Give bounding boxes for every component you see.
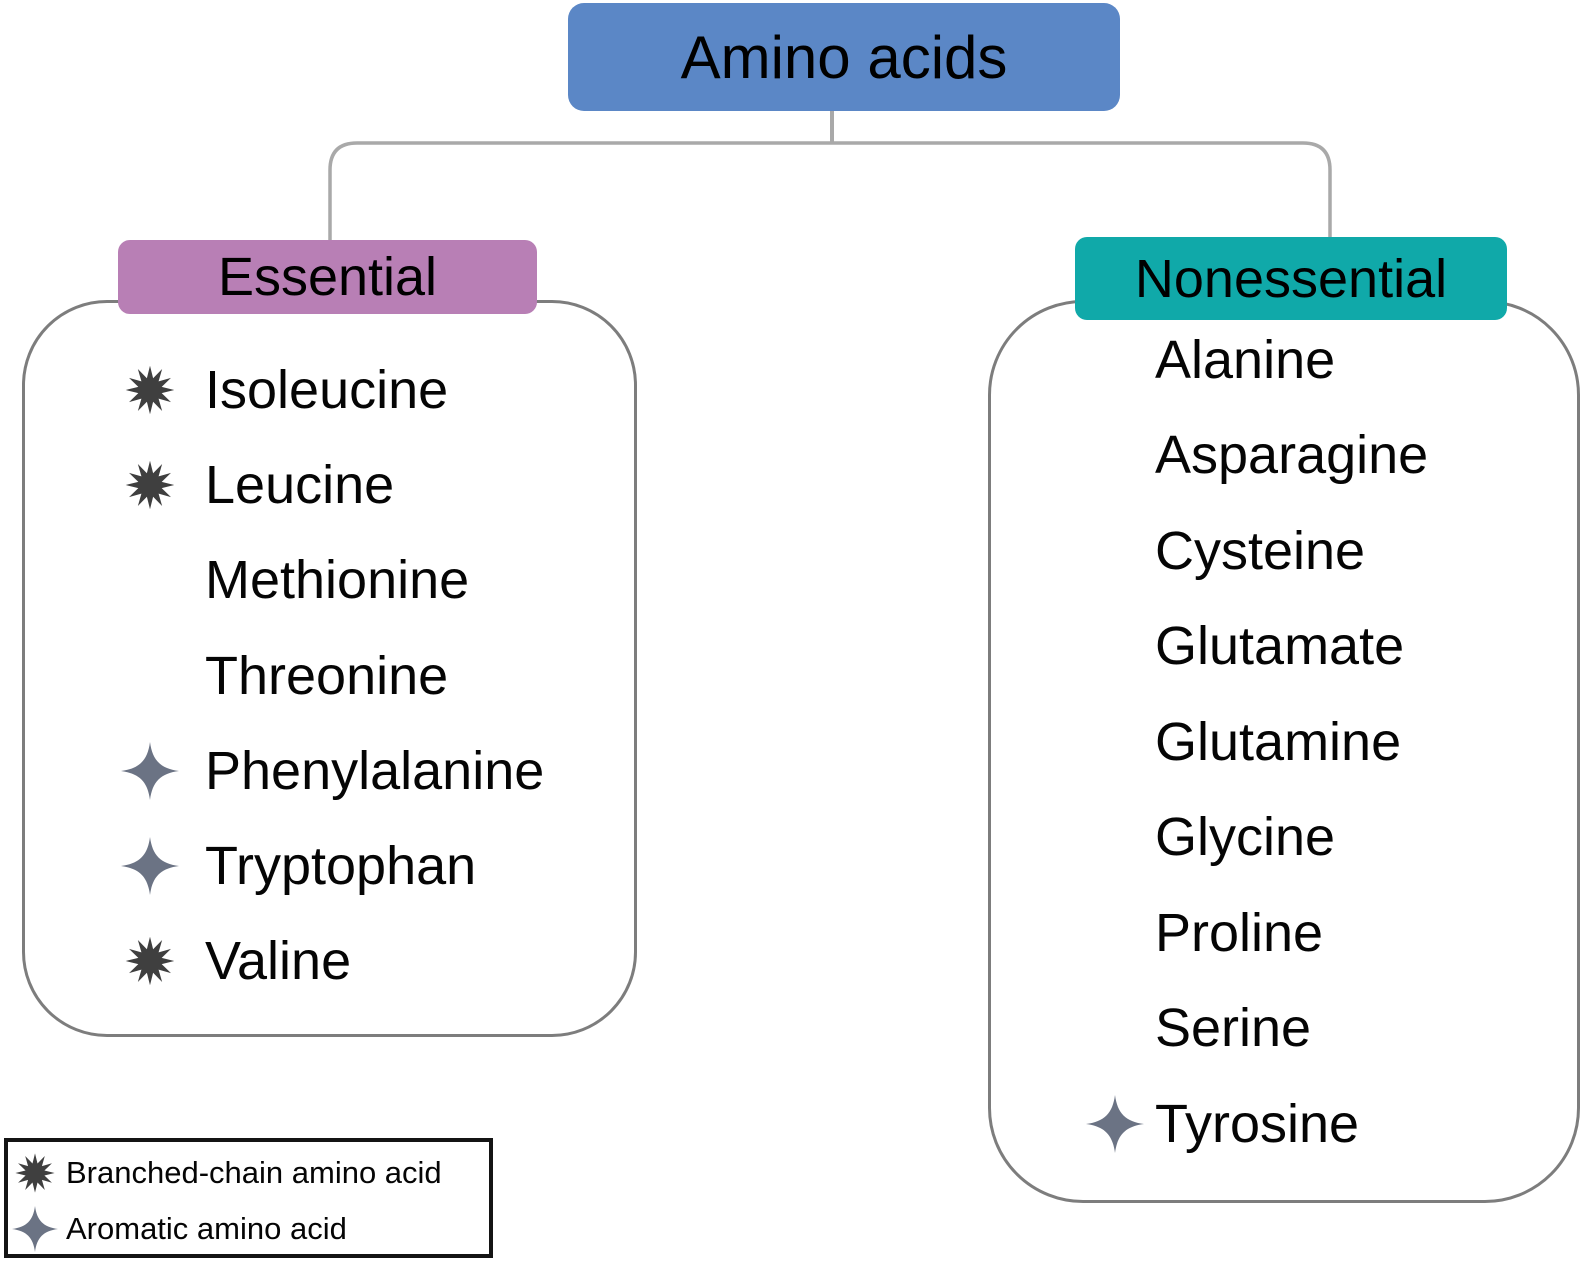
branched-chain-icon [119, 364, 181, 416]
amino-acid-label: Threonine [205, 645, 449, 706]
list-item: Cysteine [988, 503, 1580, 599]
list-item: Serine [988, 981, 1580, 1077]
aromatic-icon [1084, 1094, 1146, 1153]
amino-acid-label: Leucine [205, 454, 395, 515]
amino-acid-label: Glutamine [1155, 711, 1402, 772]
list-item: Glutamine [988, 694, 1580, 790]
amino-acid-label: Valine [205, 931, 352, 992]
list-item: Branched-chain amino acid [8, 1145, 489, 1201]
list-item: Tryptophan [22, 818, 637, 913]
list-item: Aromatic amino acid [8, 1201, 489, 1257]
amino-acid-label: Tyrosine [1155, 1093, 1360, 1154]
amino-acid-label: Serine [1155, 998, 1312, 1059]
essential-header-label: Essential [217, 247, 438, 307]
amino-acid-label: Isoleucine [205, 359, 449, 420]
legend-label: Aromatic amino acid [66, 1211, 347, 1246]
list-item: Methionine [22, 533, 637, 628]
aromatic-icon [119, 837, 181, 896]
nonessential-header: Nonessential [1075, 237, 1507, 320]
amino-acid-label: Glutamate [1155, 616, 1405, 677]
amino-acid-label: Cysteine [1155, 520, 1366, 581]
amino-acid-label: Alanine [1155, 329, 1336, 390]
root-node-amino-acids: Amino acids [568, 3, 1120, 111]
branched-chain-icon [10, 1152, 60, 1194]
list-item: Leucine [22, 437, 637, 532]
aromatic-icon [10, 1206, 60, 1252]
amino-acid-label: Phenylalanine [205, 740, 545, 801]
branched-chain-icon [119, 935, 181, 987]
amino-acid-label: Methionine [205, 550, 470, 611]
amino-acid-label: Proline [1155, 902, 1324, 963]
aromatic-icon [119, 741, 181, 800]
list-item: Asparagine [988, 408, 1580, 504]
list-item: Threonine [22, 628, 637, 723]
list-item: Glutamate [988, 599, 1580, 695]
list-item: Valine [22, 914, 637, 1009]
list-item: Tyrosine [988, 1076, 1580, 1172]
nonessential-header-label: Nonessential [1134, 248, 1448, 309]
list-item: Isoleucine [22, 342, 637, 437]
essential-header: Essential [118, 240, 537, 314]
list-item: Glycine [988, 790, 1580, 886]
legend-label: Branched-chain amino acid [66, 1155, 442, 1190]
amino-acid-label: Tryptophan [205, 836, 477, 897]
nonessential-panel [988, 300, 1580, 1203]
amino-acid-label: Glycine [1155, 807, 1336, 868]
branched-chain-icon [119, 459, 181, 511]
list-item: Proline [988, 885, 1580, 981]
root-node-label: Amino acids [680, 23, 1008, 91]
amino-acid-label: Asparagine [1155, 425, 1429, 486]
list-item: Phenylalanine [22, 723, 637, 818]
list-item: Alanine [988, 312, 1580, 408]
